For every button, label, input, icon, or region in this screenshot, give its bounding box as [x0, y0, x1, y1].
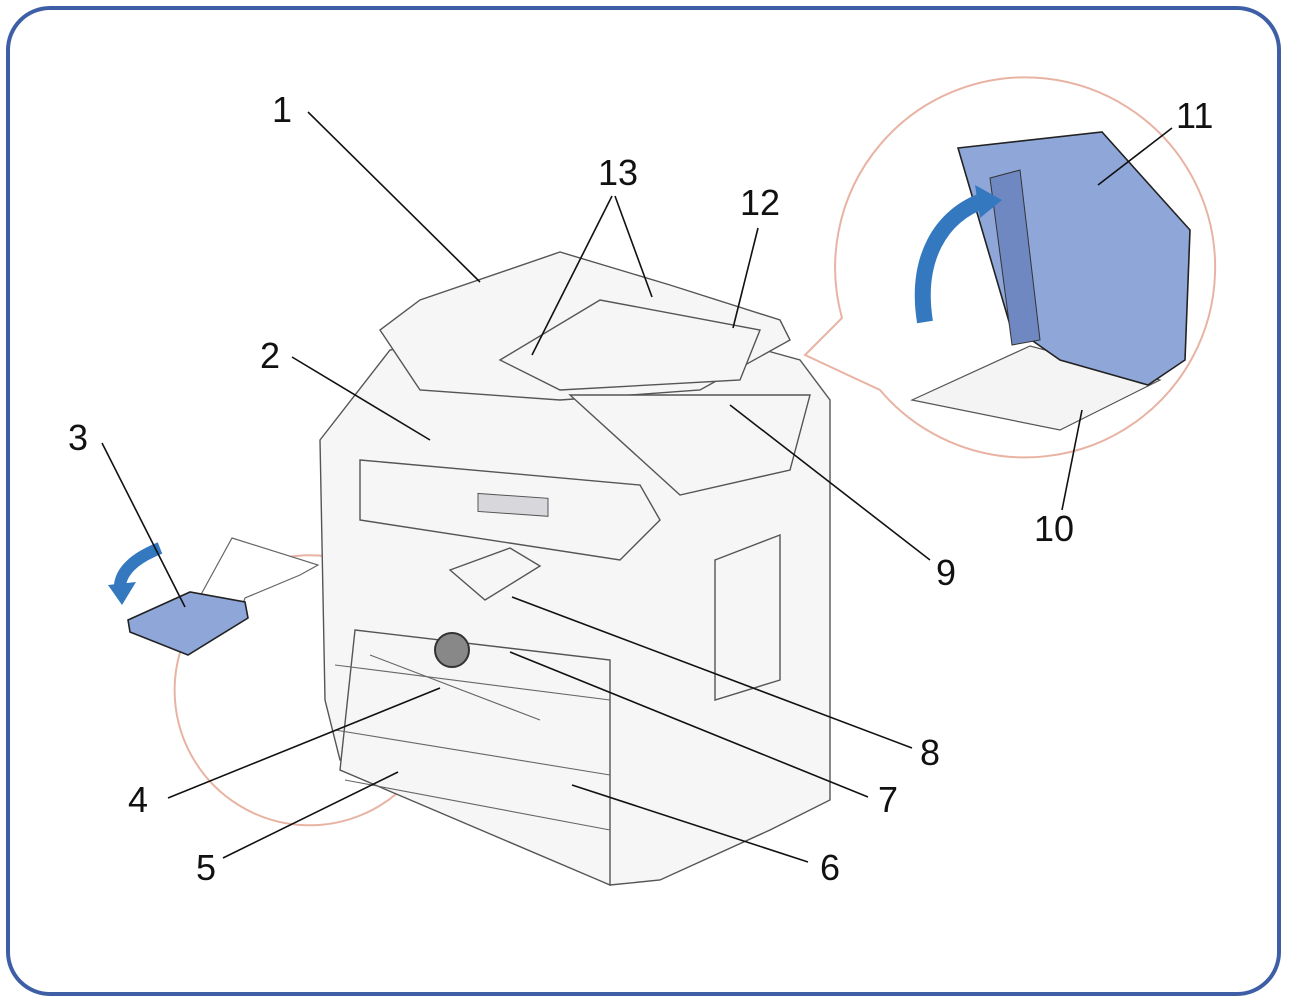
callout-8: 8: [920, 732, 940, 773]
callout-9: 9: [936, 552, 956, 593]
tray-seam-1: [334, 664, 611, 701]
callout-2: 2: [260, 335, 280, 376]
callout-5: 5: [196, 847, 216, 888]
document-tray: [498, 299, 761, 391]
front-panel: [339, 629, 611, 887]
leader-4: [167, 687, 441, 799]
rotate-arrow-right: [914, 192, 988, 324]
front-button: [434, 632, 470, 668]
callout-1: 1: [272, 89, 292, 130]
leader-2: [291, 356, 431, 441]
leader-6: [571, 784, 809, 863]
callout-10: 10: [1034, 508, 1074, 549]
callout-4: 4: [128, 779, 148, 820]
inset-scanner: [803, 76, 1217, 459]
leader-8: [511, 596, 913, 749]
output-support: [448, 547, 542, 601]
rotate-arrow-left-head: [108, 582, 136, 605]
cover-hinge-strip: [989, 169, 1041, 346]
callout-7: 7: [878, 779, 898, 820]
paper-guide-rod: [369, 654, 541, 721]
leader-7: [509, 651, 869, 798]
callout-numbers: 1 2 3 4 5 6 7 8 9 10 11 12 13: [68, 89, 1213, 888]
leader-lines: [101, 111, 1173, 863]
leader-11: [1097, 127, 1173, 186]
leader-13a: [531, 195, 613, 356]
leader-13b: [614, 195, 653, 298]
leader-9: [729, 404, 931, 561]
callout-12: 12: [740, 182, 780, 223]
tray-seam-3: [344, 779, 611, 831]
side-vent: [714, 533, 781, 701]
callout-13: 13: [598, 152, 638, 193]
callout-3: 3: [68, 417, 88, 458]
leader-3: [101, 442, 186, 608]
output-support-flap: [127, 591, 249, 656]
rotate-arrow-right-head: [975, 185, 1002, 218]
printer-body: [319, 251, 831, 887]
leader-10: [1061, 409, 1083, 511]
callout-11: 11: [1176, 95, 1213, 136]
lcd-display: [477, 492, 549, 517]
callout-6: 6: [820, 847, 840, 888]
leader-12: [732, 227, 759, 329]
tray-seam-2: [334, 729, 611, 776]
leader-1: [307, 111, 481, 283]
leader-5: [222, 771, 399, 859]
